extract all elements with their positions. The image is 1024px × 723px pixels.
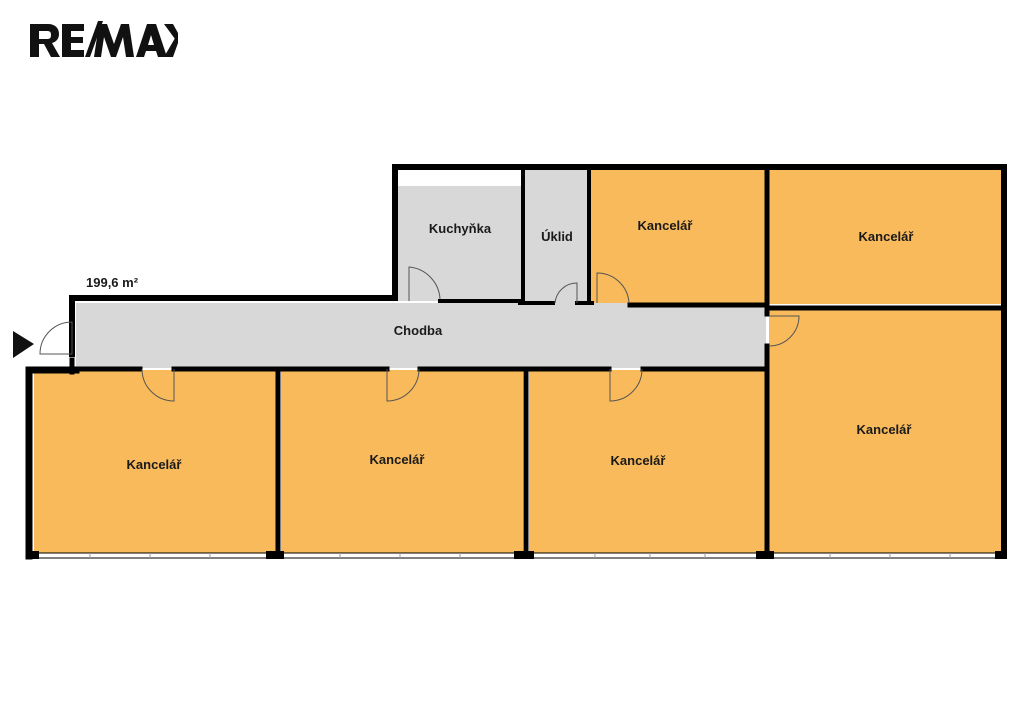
door-office-right-icon <box>768 315 800 347</box>
office-right-large-floor <box>769 308 1002 554</box>
corridor-floor <box>76 303 766 368</box>
room-label-office-bottom-1: Kancelář <box>127 457 183 472</box>
office-top-small-floor <box>591 170 765 303</box>
door-kitchen-icon <box>408 266 441 301</box>
door-office-3-icon <box>609 368 643 402</box>
office-bottom-1-floor <box>34 370 276 554</box>
room-fills <box>34 170 1002 554</box>
kitchen-counter <box>397 170 521 186</box>
door-entrance-icon <box>39 321 73 355</box>
room-label-office-bottom-2: Kancelář <box>370 452 426 467</box>
room-label-office-right-large: Kancelář <box>857 422 913 437</box>
office-top-right-floor <box>769 170 1002 304</box>
room-label-office-bottom-3: Kancelář <box>611 453 667 468</box>
remax-logo <box>30 21 178 57</box>
door-office-top-small-icon <box>596 272 630 304</box>
kitchen-floor <box>397 170 521 301</box>
door-office-1-icon <box>141 368 175 402</box>
office-bottom-3-floor <box>529 370 765 554</box>
door-cleaning-icon <box>554 282 578 304</box>
cleaning-floor <box>525 170 587 303</box>
room-label-office-top-right: Kancelář <box>859 229 915 244</box>
office-bottom-2-floor <box>281 370 523 554</box>
windows <box>26 551 1007 559</box>
total-area-label: 199,6 m² <box>86 275 139 290</box>
entrance-arrow-icon <box>13 331 34 358</box>
doors <box>39 266 800 402</box>
room-label-office-top-small: Kancelář <box>638 218 694 233</box>
walls <box>25 164 1007 560</box>
room-label-cleaning: Úklid <box>541 229 573 244</box>
room-label-kitchen: Kuchyňka <box>429 221 492 236</box>
room-label-corridor: Chodba <box>394 323 443 338</box>
door-office-2-icon <box>386 368 420 402</box>
